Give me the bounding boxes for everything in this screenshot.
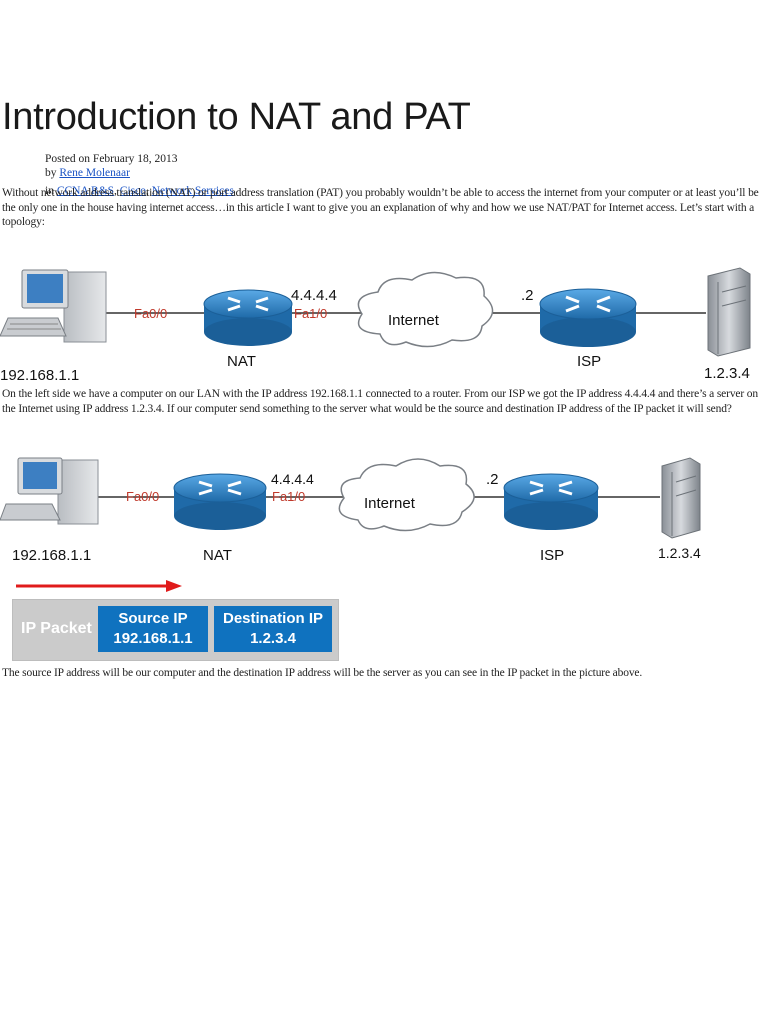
in-prefix: in: [45, 185, 57, 197]
nat-label: NAT: [227, 353, 256, 370]
cloud-label: Internet: [364, 495, 416, 512]
isp-ip: .2: [486, 471, 499, 488]
nat-lan-interface: Fa0/0: [134, 306, 167, 321]
destination-ip-value: 1.2.3.4: [250, 630, 296, 647]
topology-diagram-2: 192.168.1.1 Fa0/0 NAT 4.4.4.4 Fa1/0 Inte…: [0, 457, 701, 564]
cloud-label: Internet: [388, 312, 440, 329]
lan-paragraph: On the left side we have a computer on o…: [2, 388, 758, 415]
category-line: in CCNA R&S, Cisco, Network Services: [45, 185, 234, 197]
source-ip-value: 192.168.1.1: [113, 630, 193, 647]
topology-diagram: 192.168.1.1 Fa0/0 NAT 4.4.4.4 Fa1/0 Inte…: [0, 267, 751, 384]
byline: by Rene Molenaar: [45, 166, 130, 180]
computer-icon: [0, 269, 107, 343]
ip-packet: IP Packet Source IP 192.168.1.1 Destinat…: [12, 599, 339, 661]
destination-ip-box: Destination IP 1.2.3.4: [214, 606, 332, 652]
internet-cloud-icon: [357, 271, 494, 348]
category-link-ccna[interactable]: CCNA R&S: [56, 185, 115, 197]
nat-label: NAT: [203, 547, 232, 564]
computer-icon: [0, 457, 99, 525]
packet-paragraph: The source IP address will be our comput…: [2, 667, 643, 679]
source-ip-title: Source IP: [118, 610, 188, 627]
isp-ip: .2: [521, 287, 534, 304]
ip-packet-label: IP Packet: [21, 620, 92, 637]
computer-ip: 192.168.1.1: [0, 367, 79, 384]
intro-paragraph: Without network address translation (NAT…: [2, 187, 759, 228]
isp-router-icon: [539, 288, 637, 347]
category-link-network-services[interactable]: Network Services: [151, 185, 234, 197]
nat-wan-interface: Fa1/0: [272, 489, 305, 504]
source-ip-box: Source IP 192.168.1.1: [98, 606, 208, 652]
category-link-cisco[interactable]: Cisco: [119, 185, 146, 197]
computer-ip: 192.168.1.1: [12, 547, 91, 564]
server-icon: [661, 457, 701, 539]
destination-ip-title: Destination IP: [222, 610, 323, 627]
author-link[interactable]: Rene Molenaar: [59, 167, 130, 179]
direction-arrow-icon: [16, 580, 182, 592]
server-ip: 1.2.3.4: [658, 545, 701, 561]
nat-router-icon: [203, 289, 293, 346]
server-icon: [707, 267, 751, 357]
nat-wan-ip: 4.4.4.4: [291, 287, 337, 304]
page-title: Introduction to NAT and PAT: [2, 96, 471, 138]
server-ip: 1.2.3.4: [704, 365, 750, 382]
posted-date: Posted on February 18, 2013: [45, 153, 178, 165]
nat-wan-ip: 4.4.4.4: [271, 471, 314, 487]
isp-label: ISP: [540, 547, 564, 564]
nat-lan-interface: Fa0/0: [126, 489, 159, 504]
nat-router-icon: [173, 473, 267, 530]
isp-router-icon: [503, 473, 599, 530]
internet-cloud-icon: [338, 458, 475, 532]
isp-label: ISP: [577, 353, 601, 370]
by-prefix: by: [45, 167, 60, 179]
nat-wan-interface: Fa1/0: [294, 306, 327, 321]
